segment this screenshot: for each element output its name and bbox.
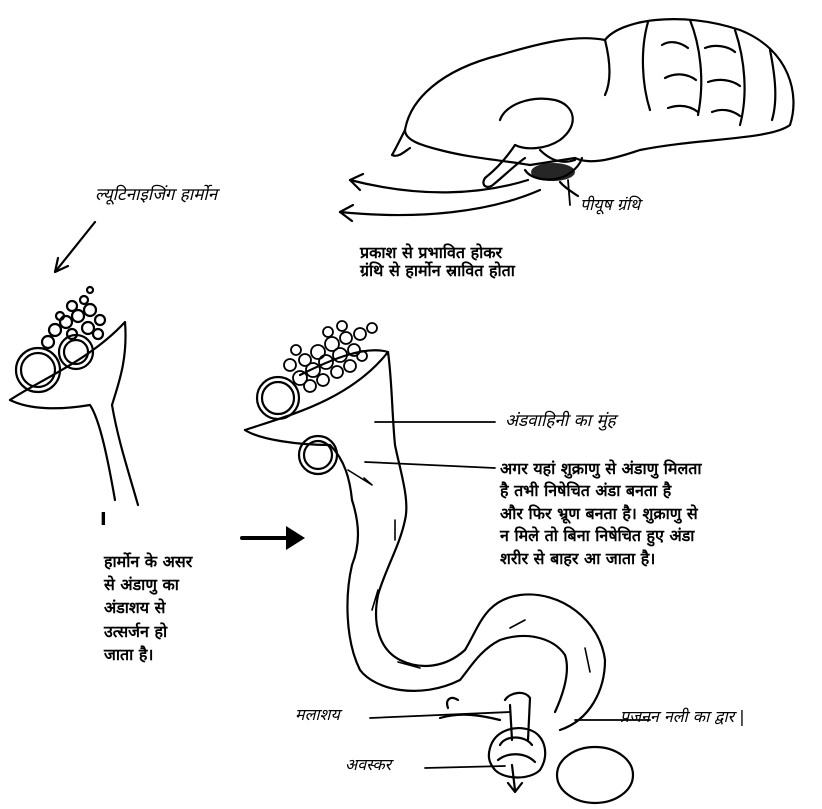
label-fert-line-5: शरीर से बाहर आ जाता है।: [500, 548, 702, 570]
label-light-effect: प्रकाश से प्रभावित होकर ग्रंथि से हार्मो…: [360, 244, 515, 281]
brain-illustration: [392, 19, 793, 196]
light-arrows: [340, 174, 540, 221]
label-hormone-line-2: से अंडाणु का: [104, 573, 192, 596]
label-rectum: मलाशय: [295, 706, 340, 724]
label-reproductive-opening: प्रजनन नली का द्वार |: [620, 708, 745, 726]
label-fert-line-3: और फिर भ्रूण बनता है। शुक्राणु से: [500, 503, 702, 525]
cloaca-illustration: [440, 693, 633, 803]
label-hormone-line-1: हार्मोन के असर: [104, 550, 192, 573]
label-light-line-1: प्रकाश से प्रभावित होकर: [360, 244, 515, 262]
label-vent: अवस्कर: [345, 756, 391, 774]
label-roman-one: I: [100, 510, 107, 531]
label-hormone-line-4: उत्सर्जन हो: [104, 620, 192, 643]
pointer-arrow-left: [55, 222, 95, 272]
label-fertilization-note: अगर यहां शुक्राणु से अंडाणु मिलता है तभी…: [500, 458, 702, 570]
label-hormone-line-5: जाता है।: [104, 643, 192, 666]
label-hormone-line-3: अंडाशय से: [104, 596, 192, 619]
label-light-line-2: ग्रंथि से हार्मोन स्रावित होता: [360, 262, 515, 280]
big-arrow: [242, 526, 305, 550]
label-luteinizing-hormone: ल्यूटिनाइजिंग हार्मोन: [95, 186, 217, 206]
left-ovary-illustration: [10, 287, 138, 505]
label-fert-line-4: न मिले तो बिना निषेचित हुए अंडा: [500, 525, 702, 547]
label-hormone-effect: हार्मोन के असर से अंडाणु का अंडाशय से उत…: [104, 550, 192, 666]
label-pituitary-gland: पीयूष ग्रंथि: [580, 196, 640, 214]
label-fert-line-2: है तभी निषेचित अंडा बनता है: [500, 480, 702, 502]
label-fert-line-1: अगर यहां शुक्राणु से अंडाणु मिलता: [500, 458, 702, 480]
label-oviduct-mouth: अंडवाहिनी का मुंह: [505, 412, 616, 432]
